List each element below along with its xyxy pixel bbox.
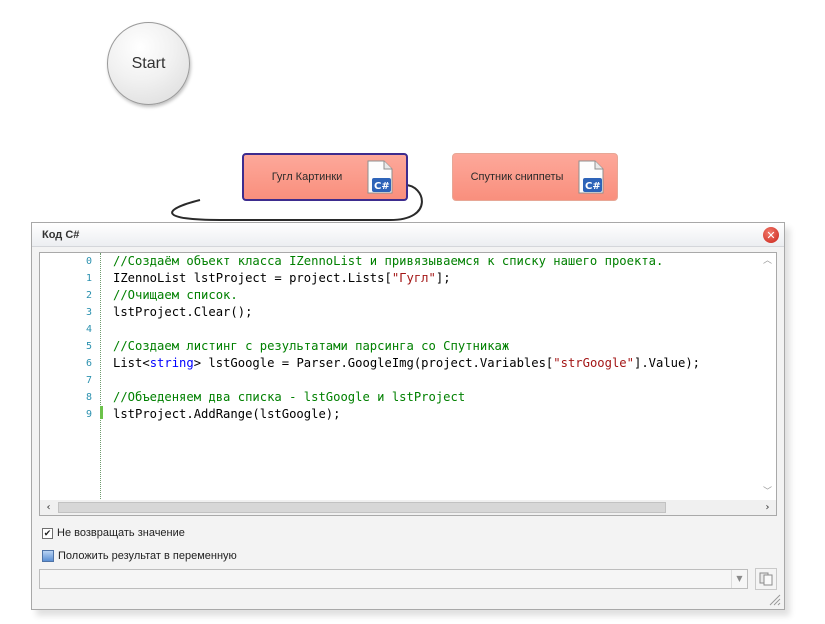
code-dialog: Код C# ✕ 0 1 2 3 4 5 6 7 8 9 //Создаём объект кла… xyxy=(31,222,785,610)
code-token: //Очищаем список. xyxy=(113,288,238,302)
code-line[interactable]: //Объеденяем два списка - lstGoogle и ls… xyxy=(113,389,465,406)
variable-select[interactable]: ▼ xyxy=(39,569,748,589)
no-return-label: Не возвращать значение xyxy=(57,527,185,539)
no-return-option[interactable]: ✔ Не возвращать значение xyxy=(42,527,185,539)
code-token: > lstGoogle = Parser.GoogleImg(project.V… xyxy=(193,356,554,370)
resize-grip-icon[interactable] xyxy=(767,592,781,606)
line-number: 2 xyxy=(85,290,92,301)
code-token: List< xyxy=(113,356,150,370)
code-token: //Создаем листинг с результатами парсинг… xyxy=(113,339,510,353)
line-number: 7 xyxy=(85,375,92,386)
csharp-file-icon: C# xyxy=(577,160,605,194)
start-node[interactable]: Start xyxy=(107,22,190,105)
csharp-file-icon: C# xyxy=(366,160,394,194)
line-number: 8 xyxy=(85,392,92,403)
code-token: lstProject.Clear(); xyxy=(113,305,253,319)
scroll-left-icon[interactable]: ‹ xyxy=(46,502,51,513)
changed-line-marker xyxy=(100,406,103,419)
code-line[interactable]: lstProject.AddRange(lstGoogle); xyxy=(113,406,340,423)
copy-button[interactable] xyxy=(755,568,777,590)
scroll-down-icon[interactable]: ﹀ xyxy=(762,487,772,497)
line-number: 9 xyxy=(85,409,92,420)
code-line[interactable]: IZennoList lstProject = project.Lists["Г… xyxy=(113,270,451,287)
chevron-down-icon[interactable]: ▼ xyxy=(731,570,747,588)
code-token: IZennoList lstProject = project.Lists[ xyxy=(113,271,392,285)
svg-text:C#: C# xyxy=(585,181,601,192)
code-token: "strGoogle" xyxy=(553,356,634,370)
line-number: 0 xyxy=(85,256,92,267)
node-label: Гугл Картинки xyxy=(271,171,343,183)
code-token: //Объеденяем два списка - lstGoogle и ls… xyxy=(113,390,466,404)
line-number: 1 xyxy=(85,273,92,284)
variable-icon xyxy=(42,550,54,562)
horizontal-scrollbar[interactable]: ‹ › xyxy=(40,500,776,515)
action-node-google-images[interactable]: Гугл Картинки C# xyxy=(242,153,408,201)
code-token: ]; xyxy=(435,271,451,285)
copy-icon xyxy=(759,572,773,586)
put-result-label: Положить результат в переменную xyxy=(58,550,237,562)
code-token: ].Value); xyxy=(633,356,701,370)
no-return-checkbox[interactable]: ✔ xyxy=(42,527,53,539)
gutter-divider xyxy=(100,253,101,501)
action-node-sputnik-snippets[interactable]: Спутник сниппеты C# xyxy=(452,153,618,201)
code-line[interactable]: lstProject.Clear(); xyxy=(113,304,252,321)
vertical-scrollbar[interactable]: ︿ ﹀ xyxy=(759,253,776,501)
code-line[interactable]: //Очищаем список. xyxy=(113,287,238,304)
start-label: Start xyxy=(131,54,166,72)
horizontal-scroll-thumb[interactable] xyxy=(58,502,666,513)
dialog-title: Код C# xyxy=(42,228,80,241)
line-number-gutter: 0 1 2 3 4 5 6 7 8 9 xyxy=(58,253,100,501)
line-number: 3 xyxy=(85,307,92,318)
code-area[interactable]: //Создаём объект класса IZennoList и при… xyxy=(113,253,753,501)
code-line[interactable]: List<string> lstGoogle = Parser.GoogleIm… xyxy=(113,355,700,372)
close-icon[interactable]: ✕ xyxy=(763,227,779,243)
code-token: //Создаём объект класса IZennoList и при… xyxy=(113,254,664,268)
put-result-option[interactable]: Положить результат в переменную xyxy=(42,550,237,562)
code-line[interactable]: //Создаём объект класса IZennoList и при… xyxy=(113,253,663,270)
scroll-right-icon[interactable]: › xyxy=(765,502,770,513)
node-label: Спутник сниппеты xyxy=(470,171,564,183)
code-line[interactable]: //Создаем листинг с результатами парсинг… xyxy=(113,338,509,355)
svg-text:C#: C# xyxy=(374,181,390,192)
line-number: 5 xyxy=(85,341,92,352)
scroll-up-icon[interactable]: ︿ xyxy=(762,256,772,266)
code-editor[interactable]: 0 1 2 3 4 5 6 7 8 9 //Создаём объект класса IZenn… xyxy=(39,252,777,516)
line-number: 6 xyxy=(85,358,92,369)
code-token: lstProject.AddRange(lstGoogle); xyxy=(113,407,341,421)
code-token: "Гугл" xyxy=(391,271,436,285)
line-number: 4 xyxy=(85,324,92,335)
code-token: string xyxy=(149,356,194,370)
dialog-title-bar[interactable]: Код C# ✕ xyxy=(32,223,784,247)
